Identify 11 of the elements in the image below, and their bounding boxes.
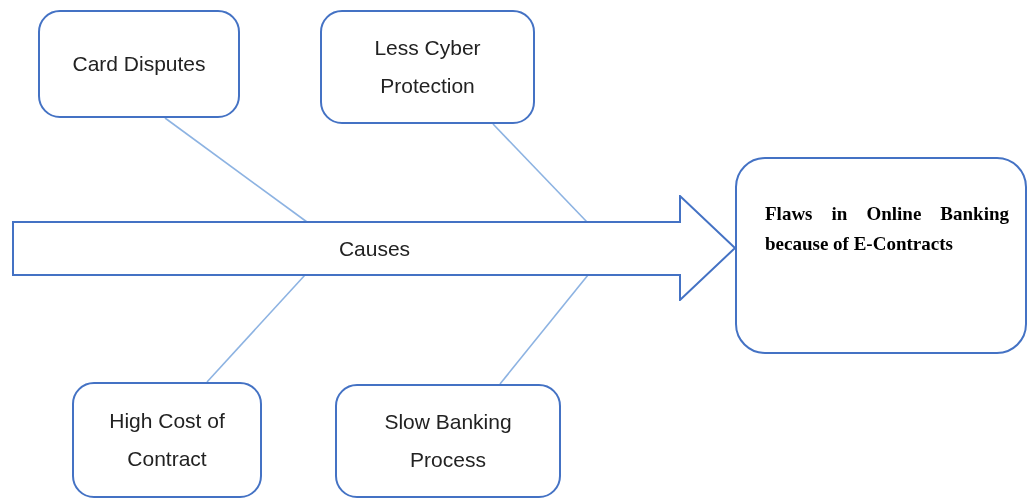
spine-arrow	[12, 195, 737, 301]
cause-box: High Cost of Contract	[72, 382, 262, 498]
cause-box: Less Cyber Protection	[320, 10, 535, 124]
spine-label: Causes	[337, 237, 412, 261]
effect-box: Flaws in Online Banking because of E-Contracts	[735, 157, 1027, 354]
fishbone-line	[499, 274, 589, 385]
fishbone-line	[206, 274, 306, 383]
cause-box: Card Disputes	[38, 10, 240, 118]
fishbone-line	[492, 123, 588, 223]
cause-box: Slow Banking Process	[335, 384, 561, 498]
fishbone-line	[164, 117, 308, 223]
